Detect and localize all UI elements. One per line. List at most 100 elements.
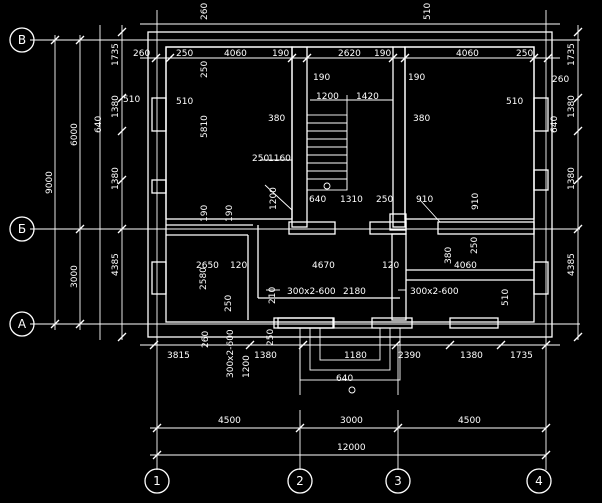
svg-text:1380: 1380 <box>567 167 577 190</box>
svg-text:3000: 3000 <box>340 416 363 426</box>
svg-text:4385: 4385 <box>111 253 121 276</box>
svg-text:2620: 2620 <box>338 49 361 59</box>
svg-text:910: 910 <box>471 193 481 210</box>
svg-text:2: 2 <box>296 474 304 488</box>
svg-text:2180: 2180 <box>343 287 366 297</box>
axis-bubble-2: 2 <box>287 468 313 494</box>
axis-bubble-v: В <box>9 27 35 53</box>
dimension-lines <box>50 23 583 460</box>
svg-text:260: 260 <box>200 3 210 20</box>
svg-text:2650: 2650 <box>196 261 219 271</box>
svg-text:190: 190 <box>374 49 391 59</box>
svg-text:12000: 12000 <box>337 443 366 453</box>
axis-bubble-3: 3 <box>385 468 411 494</box>
svg-text:190: 190 <box>272 49 289 59</box>
svg-text:3815: 3815 <box>167 351 190 361</box>
svg-text:380: 380 <box>268 114 285 124</box>
svg-text:260: 260 <box>552 75 569 85</box>
svg-text:1160: 1160 <box>268 154 291 164</box>
svg-text:1310: 1310 <box>340 195 363 205</box>
svg-text:190: 190 <box>200 205 210 222</box>
svg-text:1380: 1380 <box>567 95 577 118</box>
svg-text:1380: 1380 <box>460 351 483 361</box>
svg-text:640: 640 <box>550 116 560 133</box>
svg-text:380: 380 <box>444 247 454 264</box>
svg-text:250: 250 <box>470 237 480 254</box>
svg-text:1380: 1380 <box>254 351 277 361</box>
svg-text:120: 120 <box>230 261 247 271</box>
svg-text:1735: 1735 <box>510 351 533 361</box>
svg-text:510: 510 <box>506 97 523 107</box>
svg-text:300x2-600: 300x2-600 <box>287 287 336 297</box>
svg-text:300x2-600: 300x2-600 <box>226 329 236 378</box>
svg-text:250: 250 <box>376 195 393 205</box>
svg-text:4: 4 <box>535 474 543 488</box>
svg-text:9000: 9000 <box>45 171 55 194</box>
axis-grid-lines <box>30 10 580 470</box>
svg-text:1200: 1200 <box>269 187 279 210</box>
axis-bubble-4: 4 <box>526 468 552 494</box>
svg-text:4060: 4060 <box>454 261 477 271</box>
svg-text:4060: 4060 <box>224 49 247 59</box>
svg-text:250: 250 <box>224 295 234 312</box>
dimension-text-left: 1735 510 1380 640 1380 4385 6000 9000 30… <box>45 43 140 288</box>
svg-text:190: 190 <box>225 205 235 222</box>
svg-text:250: 250 <box>516 49 533 59</box>
dimension-text-top: 260 510 260 250 4060 190 2620 190 4060 2… <box>133 3 533 59</box>
svg-text:260: 260 <box>201 331 211 348</box>
svg-text:190: 190 <box>408 73 425 83</box>
svg-text:1735: 1735 <box>567 43 577 66</box>
svg-text:510: 510 <box>501 289 511 306</box>
svg-text:640: 640 <box>336 374 353 384</box>
svg-text:190: 190 <box>313 73 330 83</box>
svg-text:640: 640 <box>94 116 104 133</box>
svg-text:210: 210 <box>268 287 278 304</box>
svg-text:1200: 1200 <box>242 355 252 378</box>
svg-text:1420: 1420 <box>356 92 379 102</box>
stair-treads <box>307 122 347 180</box>
svg-text:1180: 1180 <box>344 351 367 361</box>
svg-text:1380: 1380 <box>111 95 121 118</box>
svg-text:640: 640 <box>309 195 326 205</box>
svg-text:2580: 2580 <box>199 267 209 290</box>
axis-bubble-a: А <box>9 311 35 337</box>
svg-text:910: 910 <box>416 195 433 205</box>
svg-text:1380: 1380 <box>111 167 121 190</box>
svg-text:380: 380 <box>413 114 430 124</box>
svg-text:1200: 1200 <box>316 92 339 102</box>
svg-text:2390: 2390 <box>398 351 421 361</box>
svg-text:250: 250 <box>200 61 210 78</box>
axis-bubble-1: 1 <box>144 468 170 494</box>
svg-text:Б: Б <box>18 222 26 236</box>
axis-bubble-b: Б <box>9 216 35 242</box>
dimension-ticks <box>50 27 583 460</box>
svg-text:250: 250 <box>266 329 276 346</box>
svg-text:3000: 3000 <box>70 265 80 288</box>
dimension-text-bottom: 3815 1380 1180 2390 1380 1735 260 300x2-… <box>167 329 533 453</box>
svg-text:4670: 4670 <box>312 261 335 271</box>
svg-text:300x2-600: 300x2-600 <box>410 287 459 297</box>
svg-text:250: 250 <box>252 154 269 164</box>
svg-text:1: 1 <box>153 474 161 488</box>
leader-lines <box>260 99 441 395</box>
svg-text:510: 510 <box>123 95 140 105</box>
svg-text:4385: 4385 <box>567 253 577 276</box>
interior-walls <box>165 46 535 394</box>
svg-text:А: А <box>18 317 27 331</box>
svg-text:6000: 6000 <box>70 123 80 146</box>
svg-text:В: В <box>18 33 26 47</box>
svg-text:250: 250 <box>176 49 193 59</box>
svg-text:4500: 4500 <box>218 416 241 426</box>
svg-text:120: 120 <box>382 261 399 271</box>
dimension-text-right: 1735 260 1380 640 1380 4385 <box>550 43 577 276</box>
svg-text:510: 510 <box>176 97 193 107</box>
svg-text:260: 260 <box>133 49 150 59</box>
dimension-text-inner: 190 190 1200 1420 380 380 510 510 5810 2… <box>176 61 523 312</box>
svg-text:5810: 5810 <box>200 115 210 138</box>
svg-text:3: 3 <box>394 474 402 488</box>
svg-text:4060: 4060 <box>456 49 479 59</box>
svg-text:4500: 4500 <box>458 416 481 426</box>
svg-text:510: 510 <box>423 3 433 20</box>
svg-text:1735: 1735 <box>111 43 121 66</box>
